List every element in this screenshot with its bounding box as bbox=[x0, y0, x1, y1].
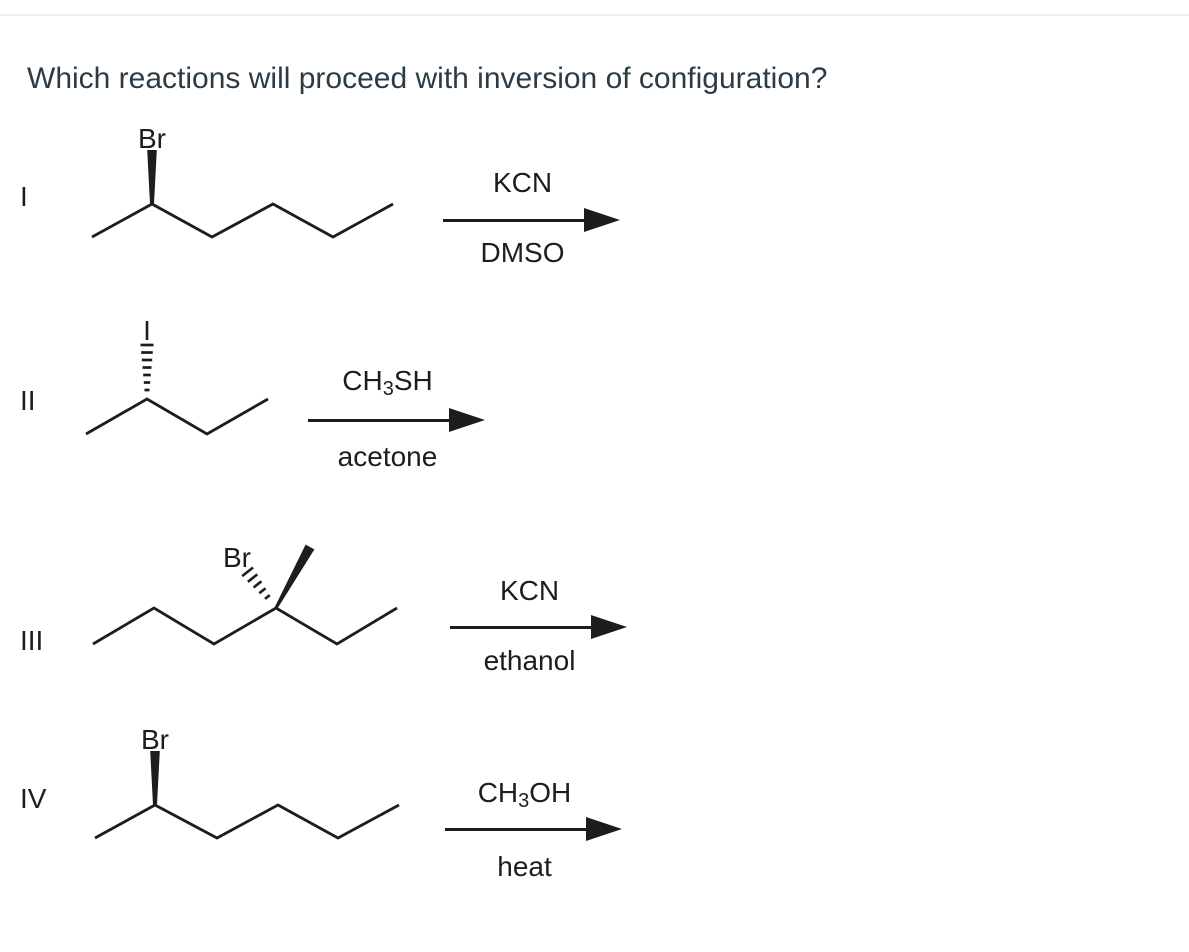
solid-wedge-bond bbox=[150, 751, 160, 805]
structure-reaction-IV: Br bbox=[94, 724, 400, 840]
hashed-wedge-bond bbox=[241, 566, 271, 600]
reaction-label-II: II bbox=[20, 385, 36, 416]
carbon-chain bbox=[94, 803, 400, 840]
right-arrow-icon bbox=[450, 614, 627, 640]
carbon-chain bbox=[85, 397, 269, 436]
methyl-solid-wedge-bond bbox=[274, 544, 315, 609]
solvent-below-label: acetone bbox=[337, 441, 438, 472]
reaction-label-III: III bbox=[20, 625, 44, 656]
hashed-wedge-bond bbox=[140, 343, 154, 392]
reagent-above-label: CH3OH bbox=[477, 777, 572, 812]
halide-label: Br bbox=[223, 542, 251, 573]
right-arrow-icon bbox=[308, 407, 485, 433]
question-title: Which reactions will proceed with invers… bbox=[27, 62, 828, 96]
carbon-chain bbox=[92, 606, 398, 646]
reaction-conditions-III: KCN ethanol bbox=[450, 576, 627, 694]
reaction-conditions-II: CH3SH acetone bbox=[308, 366, 485, 484]
solid-wedge-bond bbox=[147, 150, 157, 204]
right-arrow-icon bbox=[445, 816, 622, 842]
halide-label: I bbox=[143, 315, 151, 346]
top-divider bbox=[0, 14, 1189, 16]
carbon-chain bbox=[91, 202, 394, 239]
reaction-conditions-I: KCN DMSO bbox=[443, 168, 620, 286]
reagent-above-label: KCN bbox=[492, 167, 553, 198]
structure-reaction-II: I bbox=[85, 315, 269, 436]
solvent-below-label: ethanol bbox=[483, 645, 576, 676]
right-arrow-icon bbox=[443, 207, 620, 233]
reagent-above-label: KCN bbox=[499, 575, 560, 606]
halide-label: Br bbox=[141, 724, 169, 755]
reaction-label-IV: IV bbox=[20, 783, 47, 814]
solvent-below-label: heat bbox=[497, 851, 552, 882]
reaction-conditions-IV: CH3OH heat bbox=[445, 778, 622, 896]
reagent-above-label: CH3SH bbox=[342, 365, 433, 400]
structure-reaction-I: Br bbox=[91, 123, 394, 239]
solvent-below-label: DMSO bbox=[480, 237, 565, 268]
structure-reaction-III: Br bbox=[92, 542, 398, 646]
halide-label: Br bbox=[138, 123, 166, 154]
reaction-label-I: I bbox=[20, 181, 28, 212]
